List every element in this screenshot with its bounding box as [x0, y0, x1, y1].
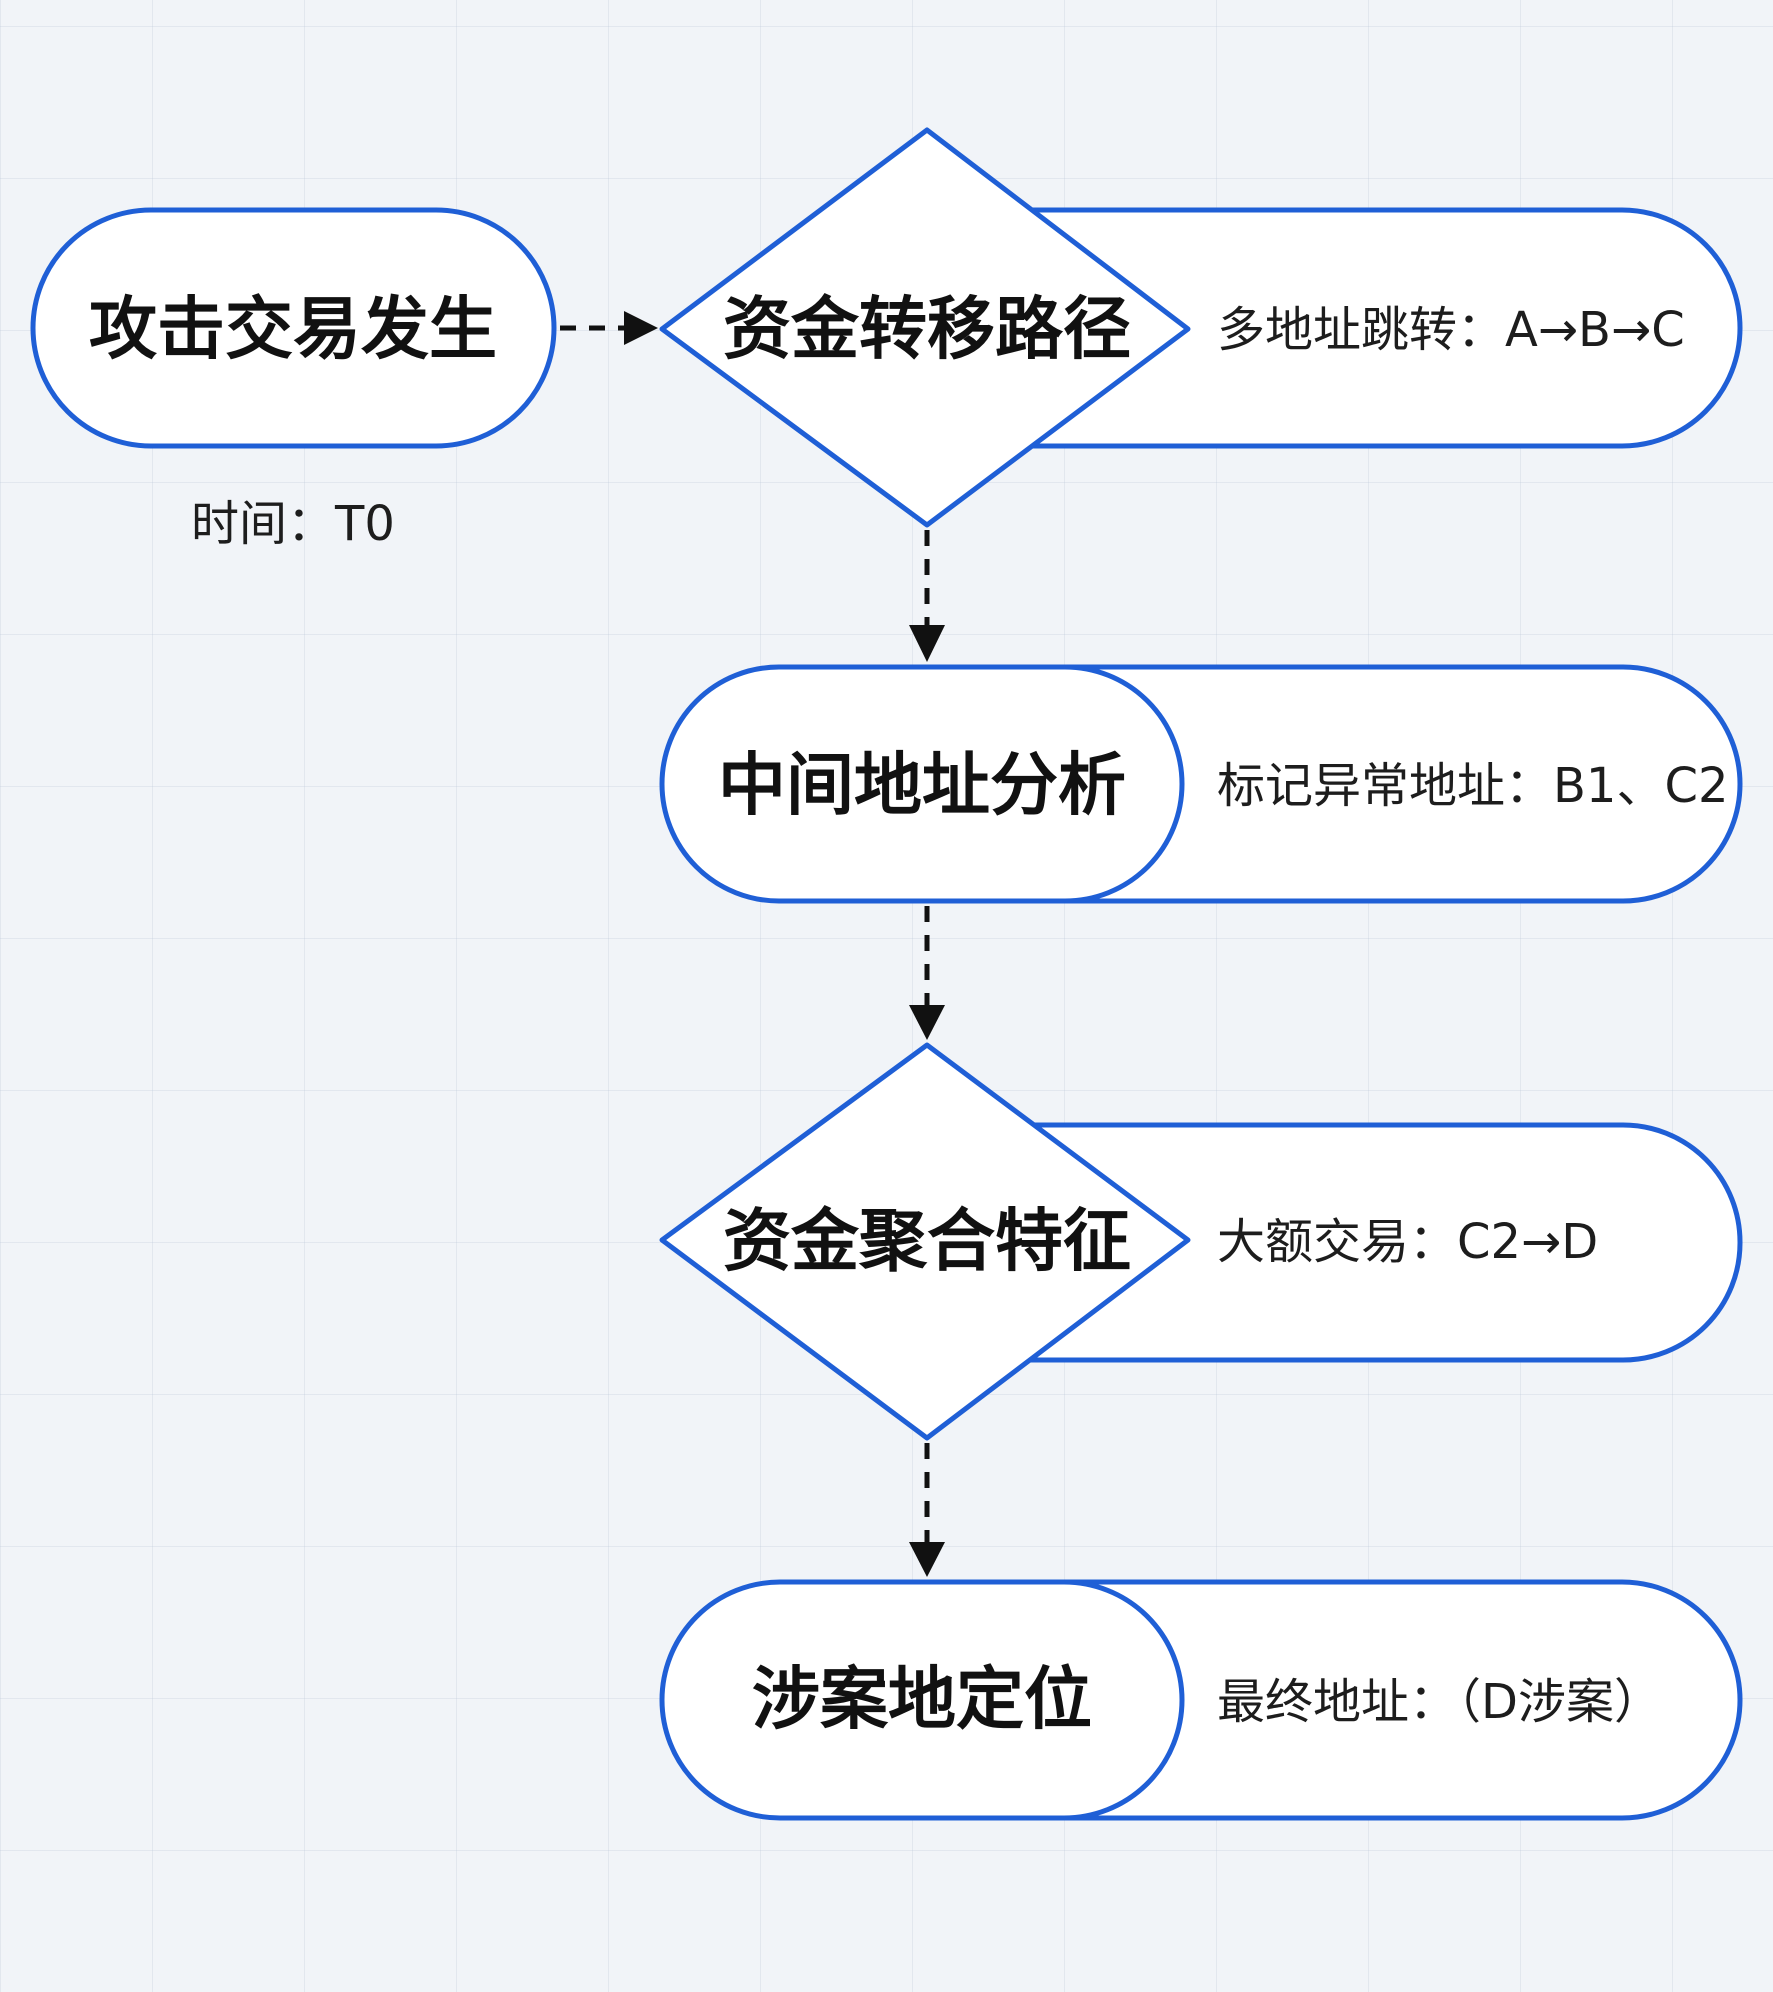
- arrowhead-icon: [909, 625, 945, 662]
- node-transfer-path-label: 资金转移路径: [723, 291, 1131, 370]
- node-intermediate-detail: 标记异常地址：B1、C2: [1217, 758, 1729, 814]
- arrowhead-icon: [909, 1005, 945, 1040]
- connector-transfer-to-intermediate: [909, 530, 945, 662]
- node-aggregation-label: 资金聚合特征: [723, 1203, 1131, 1282]
- node-aggregation[interactable]: 资金聚合特征 大额交易：C2→D: [659, 1042, 1743, 1441]
- arrowhead-icon: [624, 311, 658, 345]
- node-start-label: 攻击交易发生: [89, 291, 497, 370]
- node-intermediate-shape: [659, 664, 1185, 904]
- node-aggregation-detail: 大额交易：C2→D: [1217, 1214, 1598, 1270]
- connector-start-to-transfer: [560, 311, 658, 345]
- node-locate[interactable]: 涉案地定位 最终地址：（D涉案）: [659, 1579, 1743, 1821]
- node-start-shape: [30, 207, 557, 449]
- node-locate-detail: 最终地址：（D涉案）: [1217, 1674, 1662, 1730]
- node-start[interactable]: 攻击交易发生: [30, 207, 557, 449]
- node-aggregation-diamond: [659, 1042, 1191, 1441]
- arrowhead-icon: [909, 1542, 945, 1577]
- node-start-time-note: 时间：T0: [191, 496, 395, 552]
- node-intermediate-label: 中间地址分析: [718, 747, 1126, 826]
- node-locate-shape: [659, 1579, 1185, 1821]
- node-intermediate[interactable]: 中间地址分析 标记异常地址：B1、C2: [659, 664, 1743, 904]
- node-transfer-path-detail: 多地址跳转：A→B→C: [1217, 302, 1685, 358]
- connector-aggregation-to-locate: [909, 1443, 945, 1577]
- node-transfer-path-diamond: [659, 127, 1191, 528]
- connector-intermediate-to-aggregation: [909, 906, 945, 1040]
- node-transfer-path[interactable]: 资金转移路径 多地址跳转：A→B→C: [659, 127, 1743, 528]
- node-locate-label: 涉案地定位: [752, 1661, 1092, 1740]
